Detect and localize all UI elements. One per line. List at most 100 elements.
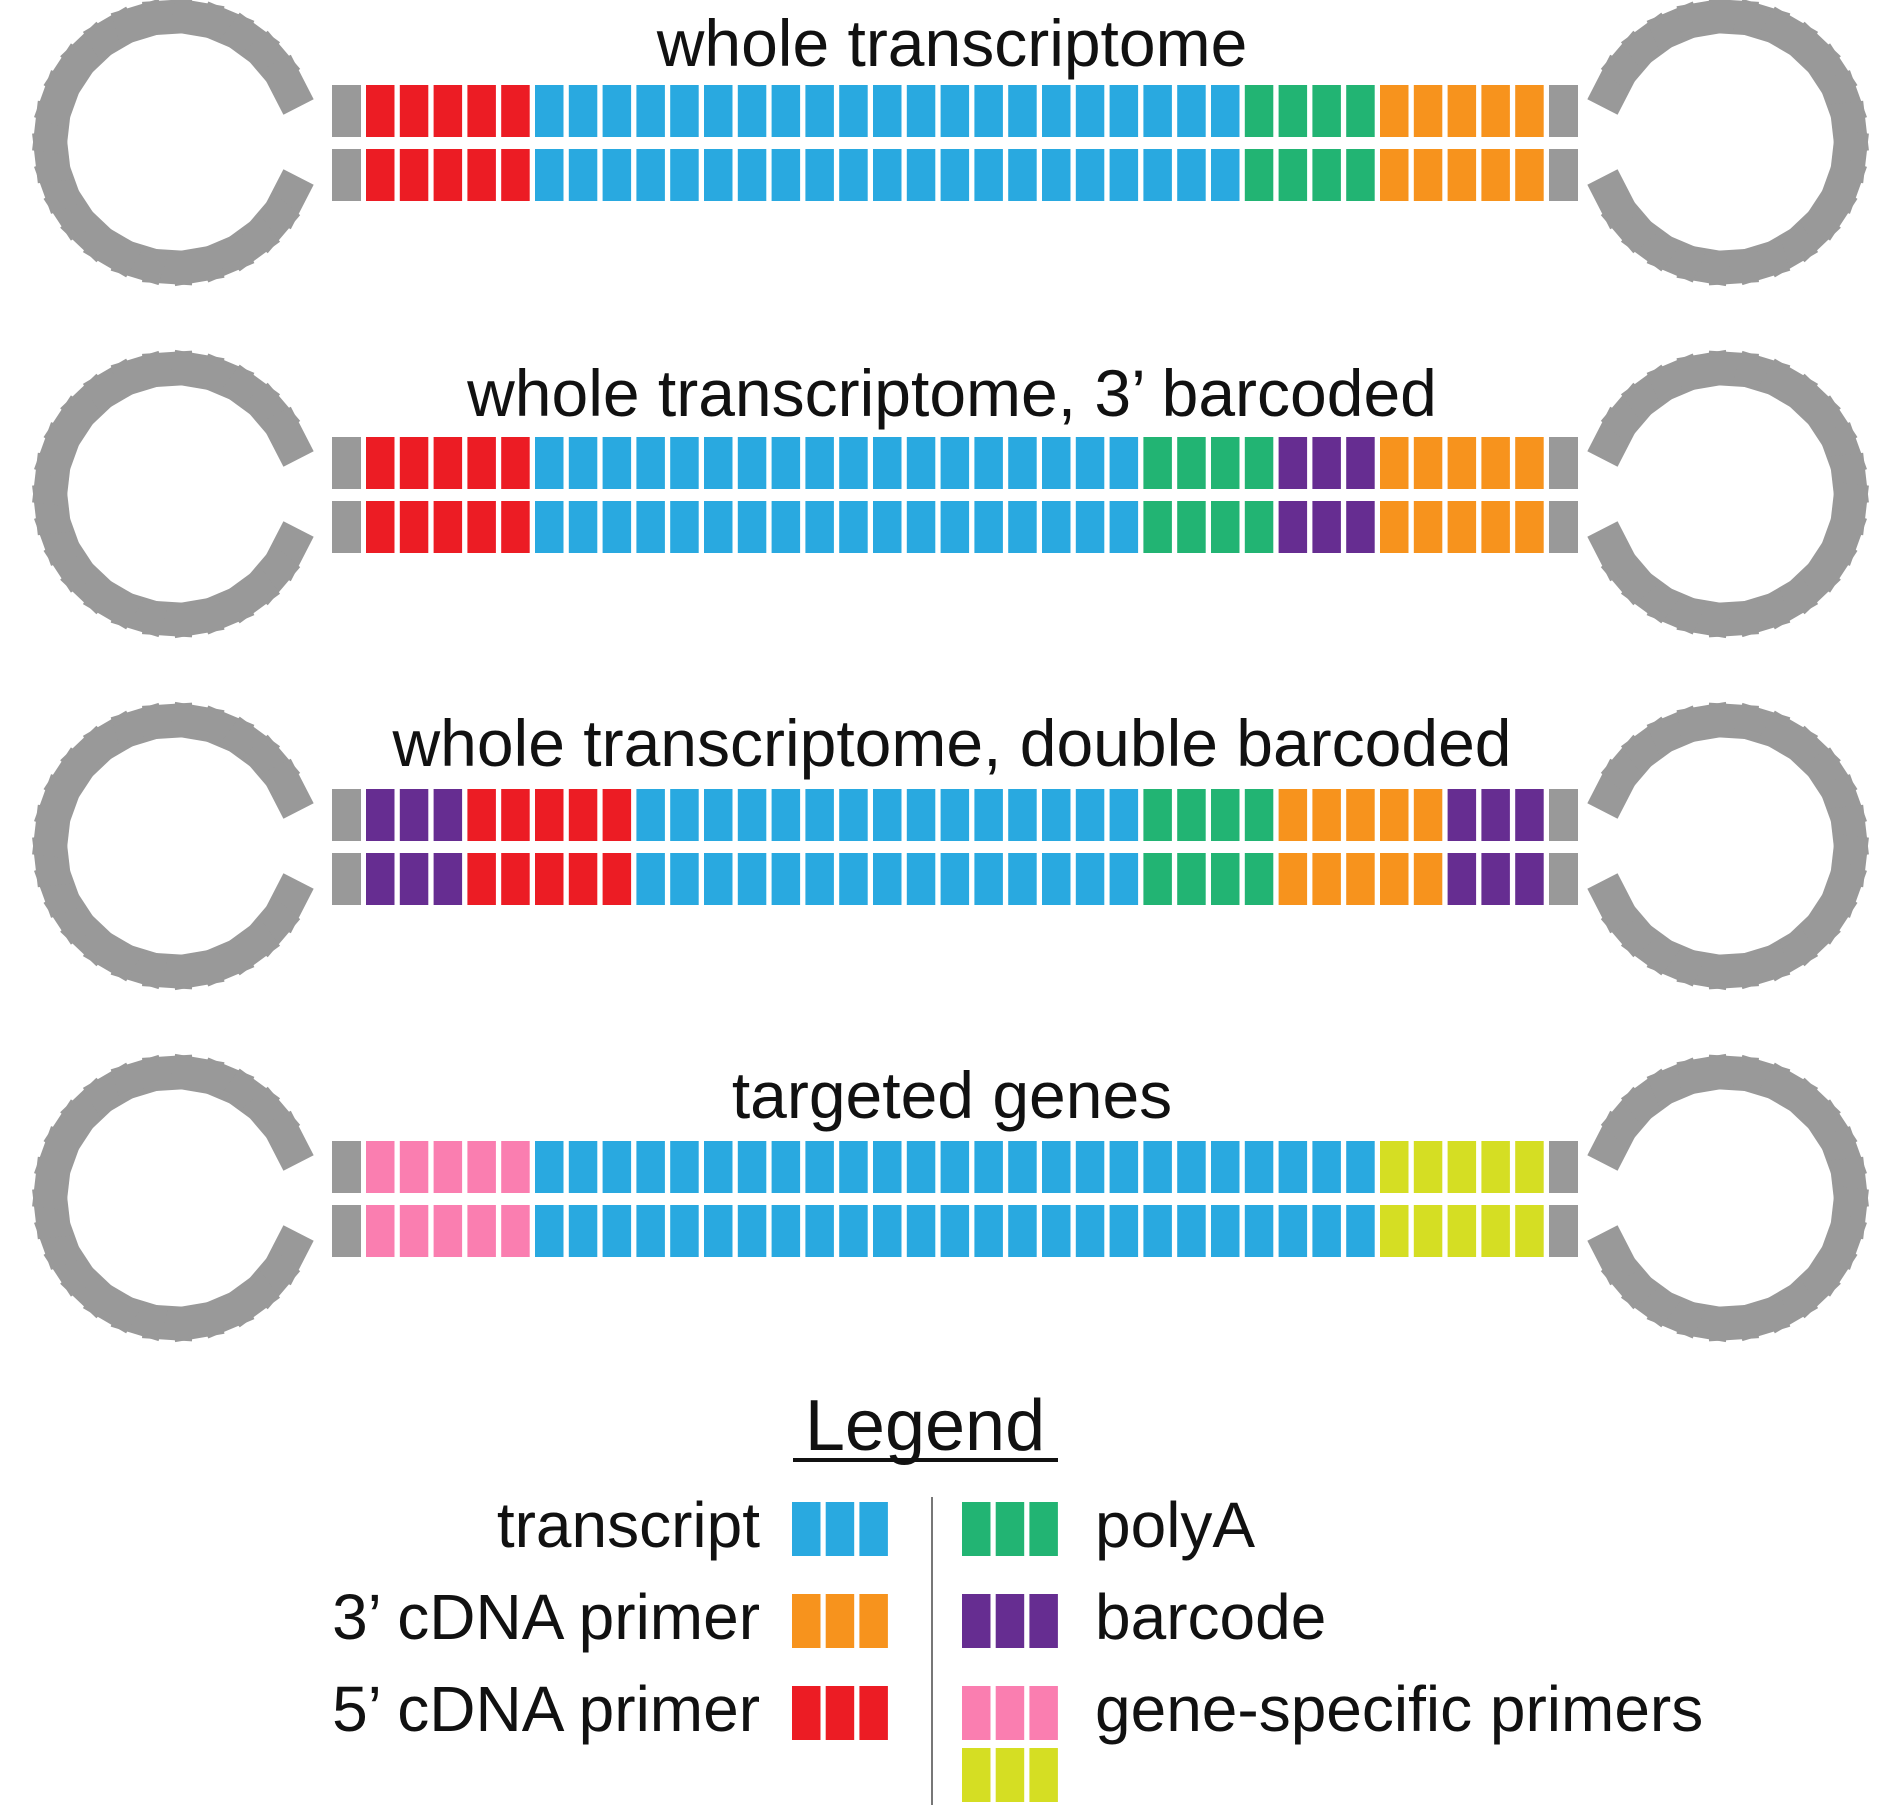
blue-cell (873, 85, 902, 137)
legend-item: transcript (497, 1489, 888, 1561)
blue-cell (602, 85, 632, 137)
blue-cell (873, 789, 902, 841)
blue-cell (1042, 437, 1071, 489)
swatch-cell (962, 1594, 991, 1648)
pink-cell (366, 1205, 395, 1257)
blue-cell (1177, 149, 1206, 201)
blue-cell (704, 437, 733, 489)
blue-cell (906, 501, 936, 553)
blue-cell (771, 1205, 801, 1257)
blue-cell (670, 853, 699, 905)
green-cell (1143, 501, 1172, 553)
yellow-cell (1380, 1141, 1409, 1193)
orange-cell (1278, 853, 1308, 905)
blue-swatch (792, 1502, 888, 1556)
yellow-cell (1413, 1141, 1443, 1193)
stem-connector (1549, 437, 1578, 489)
blue-cell (636, 1141, 665, 1193)
blue-cell (940, 1141, 970, 1193)
purple-cell (366, 853, 395, 905)
red-cell (399, 501, 429, 553)
green-cell (1211, 437, 1240, 489)
purple-cell (1447, 789, 1477, 841)
green-cell (1177, 437, 1206, 489)
loop-segment (260, 758, 314, 819)
blue-cell (737, 85, 767, 137)
blue-cell (1109, 1141, 1139, 1193)
blue-cell (670, 1205, 699, 1257)
blue-cell (1278, 1141, 1308, 1193)
blue-cell (636, 501, 665, 553)
stem-connector (1549, 853, 1578, 905)
red-cell (467, 85, 496, 137)
blue-cell (737, 437, 767, 489)
blue-cell (906, 789, 936, 841)
purple-cell (1515, 853, 1544, 905)
red-cell (433, 85, 463, 137)
blue-cell (805, 501, 834, 553)
orange-cell (1413, 437, 1443, 489)
orange-cell (1312, 853, 1341, 905)
blue-cell (1075, 789, 1105, 841)
blue-cell (771, 1141, 801, 1193)
swatch-cell (792, 1686, 821, 1740)
blue-cell (805, 149, 834, 201)
blue-cell (839, 149, 868, 201)
swatch-cell (825, 1594, 855, 1648)
loop-segment (1587, 169, 1641, 230)
blue-cell (737, 1205, 767, 1257)
swatch-cell (1029, 1502, 1058, 1556)
red-cell (602, 789, 632, 841)
blue-cell (1042, 85, 1071, 137)
orange-cell (1481, 85, 1510, 137)
orange-cell (1380, 85, 1409, 137)
blue-cell (737, 501, 767, 553)
blue-cell (906, 149, 936, 201)
legend-label: 5’ cDNA primer (332, 1673, 760, 1745)
blue-cell (805, 1205, 834, 1257)
green-cell (1244, 437, 1274, 489)
red-cell (366, 437, 395, 489)
swatch-cell (962, 1686, 991, 1740)
blue-cell (1075, 1141, 1105, 1193)
purple-cell (1312, 437, 1341, 489)
stem-connector (332, 1205, 361, 1257)
blue-cell (805, 1141, 834, 1193)
pink-cell (399, 1141, 429, 1193)
blue-cell (1075, 1205, 1105, 1257)
blue-cell (771, 789, 801, 841)
green-cell (1278, 149, 1308, 201)
orange-cell (1413, 853, 1443, 905)
molecule-title: whole transcriptome, 3’ barcoded (466, 356, 1437, 430)
legend-item: polyA (962, 1489, 1255, 1561)
purple-cell (433, 789, 463, 841)
yellow-cell (1447, 1141, 1477, 1193)
blue-cell (636, 1205, 665, 1257)
red-cell (467, 853, 496, 905)
pink-swatch (962, 1686, 1058, 1740)
yellow-cell (1447, 1205, 1477, 1257)
orange-cell (1447, 437, 1477, 489)
green-cell (1244, 853, 1274, 905)
green-cell (1244, 789, 1274, 841)
blue-cell (873, 1205, 902, 1257)
legend-item: barcode (962, 1581, 1326, 1653)
blue-cell (535, 501, 564, 553)
red-cell (399, 437, 429, 489)
blue-cell (1312, 1205, 1341, 1257)
blue-cell (535, 437, 564, 489)
blue-cell (974, 437, 1003, 489)
blue-cell (568, 501, 598, 553)
orange-cell (1380, 437, 1409, 489)
blue-cell (1109, 789, 1139, 841)
blue-cell (602, 1141, 632, 1193)
orange-cell (1515, 85, 1544, 137)
green-cell (1244, 149, 1274, 201)
blue-cell (704, 853, 733, 905)
molecule: whole transcriptome, 3’ barcoded (32, 349, 1869, 639)
blue-cell (670, 437, 699, 489)
pink-cell (366, 1141, 395, 1193)
blue-cell (839, 789, 868, 841)
blue-cell (1346, 1205, 1375, 1257)
